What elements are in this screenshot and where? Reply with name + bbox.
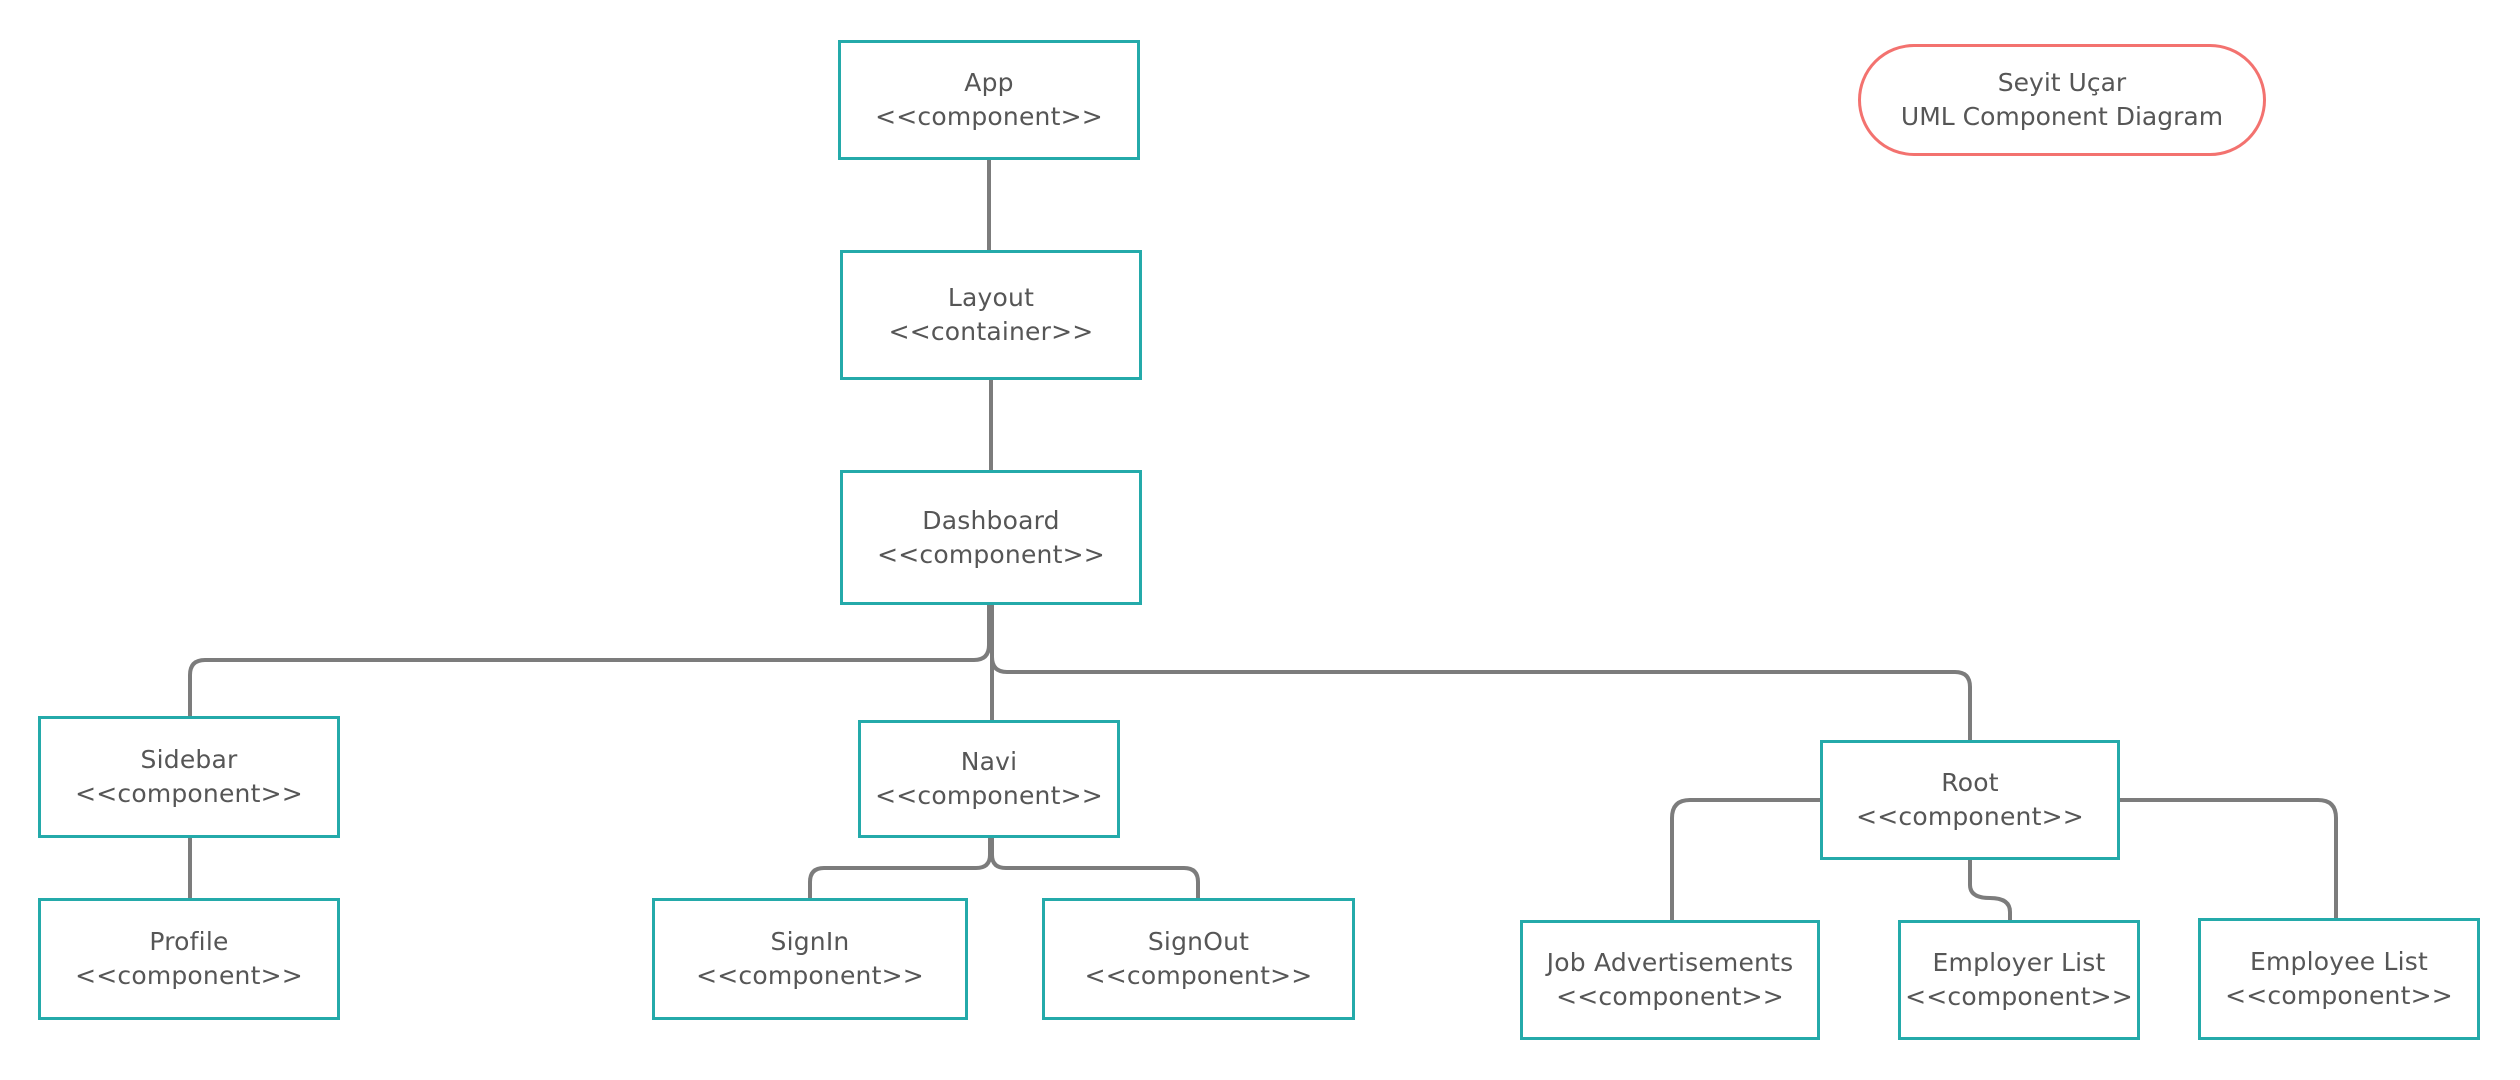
node-signin[interactable]: SignIn <<component>> xyxy=(652,898,968,1020)
node-sidebar[interactable]: Sidebar <<component>> xyxy=(38,716,340,838)
node-navi[interactable]: Navi <<component>> xyxy=(858,720,1120,838)
node-sidebar-stereotype: <<component>> xyxy=(75,779,303,808)
node-root[interactable]: Root <<component>> xyxy=(1820,740,2120,860)
node-employer-list-name: Employer List xyxy=(1932,948,2106,977)
edge-root-employee xyxy=(2120,798,2338,918)
node-sidebar-name: Sidebar xyxy=(140,745,238,774)
node-dashboard-stereotype: <<component>> xyxy=(877,539,1105,569)
edge-dashboard-root xyxy=(990,605,1972,740)
node-job-advertisements-stereotype: <<component>> xyxy=(1556,982,1784,1011)
edge-navi-signout xyxy=(990,838,1200,898)
node-signout[interactable]: SignOut <<component>> xyxy=(1042,898,1355,1020)
node-app[interactable]: App <<component>> xyxy=(838,40,1140,160)
node-signin-stereotype: <<component>> xyxy=(696,961,924,990)
node-navi-stereotype: <<component>> xyxy=(875,781,1103,810)
node-employee-list-stereotype: <<component>> xyxy=(2225,981,2453,1010)
node-dashboard[interactable]: Dashboard <<component>> xyxy=(840,470,1142,605)
node-navi-name: Navi xyxy=(960,747,1018,776)
node-job-advertisements-name: Job Advertisements xyxy=(1546,948,1794,977)
edge-root-jobads xyxy=(1670,798,1820,920)
node-root-stereotype: <<component>> xyxy=(1856,802,2084,831)
node-job-advertisements[interactable]: Job Advertisements <<component>> xyxy=(1520,920,1820,1040)
node-signout-stereotype: <<component>> xyxy=(1084,961,1313,990)
diagram-title-badge: Seyit Uçar UML Component Diagram xyxy=(1858,44,2266,156)
node-profile[interactable]: Profile <<component>> xyxy=(38,898,340,1020)
node-dashboard-name: Dashboard xyxy=(922,505,1060,535)
edge-root-employer xyxy=(1968,860,2012,920)
node-layout-name: Layout xyxy=(947,283,1035,312)
node-employee-list[interactable]: Employee List <<component>> xyxy=(2198,918,2480,1040)
node-signout-name: SignOut xyxy=(1147,927,1250,956)
node-employer-list-stereotype: <<component>> xyxy=(1905,982,2133,1011)
node-profile-stereotype: <<component>> xyxy=(75,961,303,990)
node-app-stereotype: <<component>> xyxy=(875,102,1103,131)
node-root-name: Root xyxy=(1941,768,1999,797)
node-employer-list[interactable]: Employer List <<component>> xyxy=(1898,920,2140,1040)
node-employee-list-name: Employee List xyxy=(2249,947,2429,976)
node-app-name: App xyxy=(964,68,1014,97)
edge-navi-signin xyxy=(808,838,992,898)
node-layout-stereotype: <<container>> xyxy=(888,317,1094,346)
node-signin-name: SignIn xyxy=(770,927,850,956)
node-profile-name: Profile xyxy=(149,927,229,956)
diagram-author: Seyit Uçar xyxy=(1997,68,2127,97)
diagram-subtitle: UML Component Diagram xyxy=(1900,102,2224,131)
edge-dashboard-sidebar xyxy=(188,605,991,716)
node-layout[interactable]: Layout <<container>> xyxy=(840,250,1142,380)
